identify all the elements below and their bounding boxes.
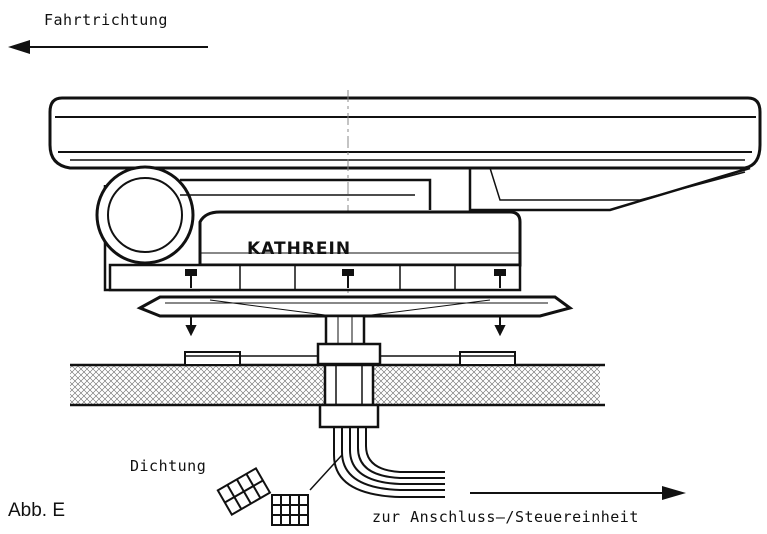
pivot-tube	[95, 165, 432, 292]
direction-label: Fahrtrichtung	[44, 11, 168, 29]
figure-label: Abb. E	[8, 500, 66, 521]
cables	[309, 427, 445, 498]
seal-pieces	[216, 467, 309, 526]
cable-gland	[316, 342, 382, 429]
feed-through	[324, 314, 366, 348]
direction-arrow	[8, 40, 208, 54]
motor-housing	[108, 210, 522, 292]
connection-label: zur Anschluss–/Steuereinheit	[372, 508, 639, 526]
brand-logo: KATHREIN	[247, 239, 352, 259]
rear-bracket	[468, 166, 751, 212]
housing-screws	[185, 269, 506, 288]
seal-label: Dichtung	[130, 457, 207, 475]
base-plate	[136, 295, 574, 319]
connection-arrow	[470, 486, 686, 500]
